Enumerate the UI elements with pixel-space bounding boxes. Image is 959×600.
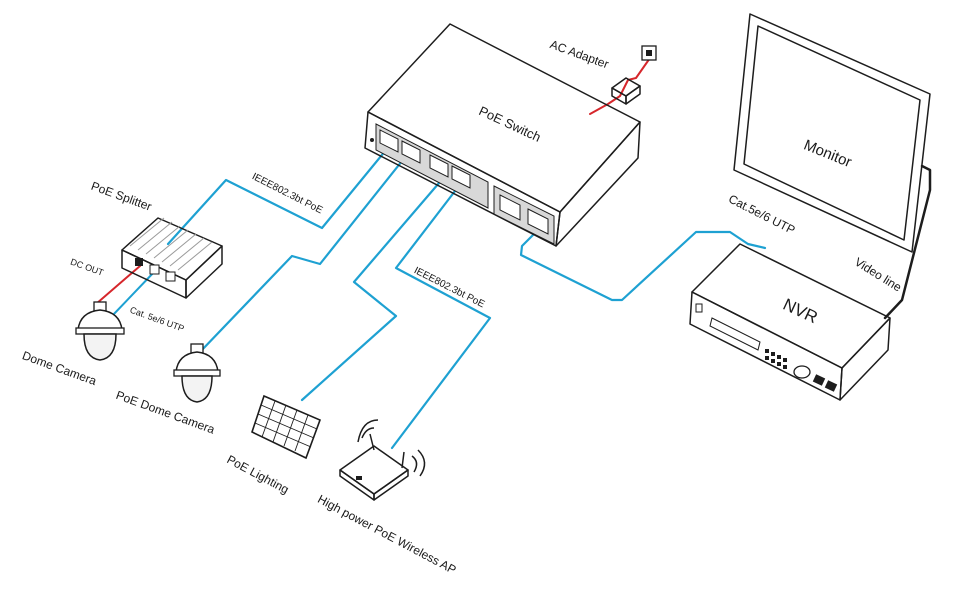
dome-camera-label: Dome Camera <box>20 348 98 388</box>
nvr-jog-dial <box>793 365 811 379</box>
cable-switch-to-wireless-ap <box>390 176 492 450</box>
cable-splitter-to-dome-data <box>111 269 157 317</box>
switch-uplink-2 <box>527 208 549 235</box>
switch-port-1 <box>379 129 399 153</box>
cables <box>95 57 932 450</box>
poe-splitter-label: PoE Splitter <box>89 179 153 214</box>
nvr-drive-slot <box>709 317 761 351</box>
dome-camera-icon: Dome Camera <box>20 301 125 388</box>
cable-ac-power <box>589 57 651 115</box>
nvr-label: NVR <box>780 295 821 327</box>
monitor-label: Monitor <box>801 137 854 172</box>
cat-utp-splitter-label: Cat. 5e/6 UTP <box>129 305 186 334</box>
ac-adapter-icon: AC Adapter <box>548 37 657 105</box>
dc-out-label: DC OUT <box>69 257 105 278</box>
cable-switch-to-nvr <box>519 224 767 302</box>
cable-video-line <box>883 164 932 320</box>
ieee-ap-label: IEEE802.3bt PoE <box>412 265 487 310</box>
switch-port-2 <box>401 140 421 164</box>
video-line-label: Video line <box>852 255 904 295</box>
cable-switch-to-splitter <box>166 148 388 246</box>
wireless-ap-icon: High power PoE Wireless AP <box>315 419 458 577</box>
ac-adapter-label: AC Adapter <box>548 37 610 71</box>
poe-splitter-icon: PoE Splitter <box>89 179 223 299</box>
switch-port-3 <box>429 154 449 178</box>
switch-uplink-1 <box>499 194 521 221</box>
cat-utp-nvr-label: Cat.5e/6 UTP <box>726 192 797 237</box>
poe-lighting-panel-icon: PoE Lighting <box>225 394 322 497</box>
cable-switch-to-poe-lighting <box>300 174 447 402</box>
poe-dome-camera-icon: PoE Dome Camera <box>114 343 221 437</box>
nvr-buttons <box>765 349 787 369</box>
poe-switch-label: PoE Switch <box>477 103 544 145</box>
switch-uplink-panel <box>493 185 555 245</box>
switch-port-4 <box>451 165 471 189</box>
cable-switch-to-poe-dome <box>198 149 412 354</box>
splitter-fins <box>129 217 213 271</box>
poe-lighting-label: PoE Lighting <box>225 452 292 496</box>
wireless-ap-label: High power PoE Wireless AP <box>315 492 458 577</box>
